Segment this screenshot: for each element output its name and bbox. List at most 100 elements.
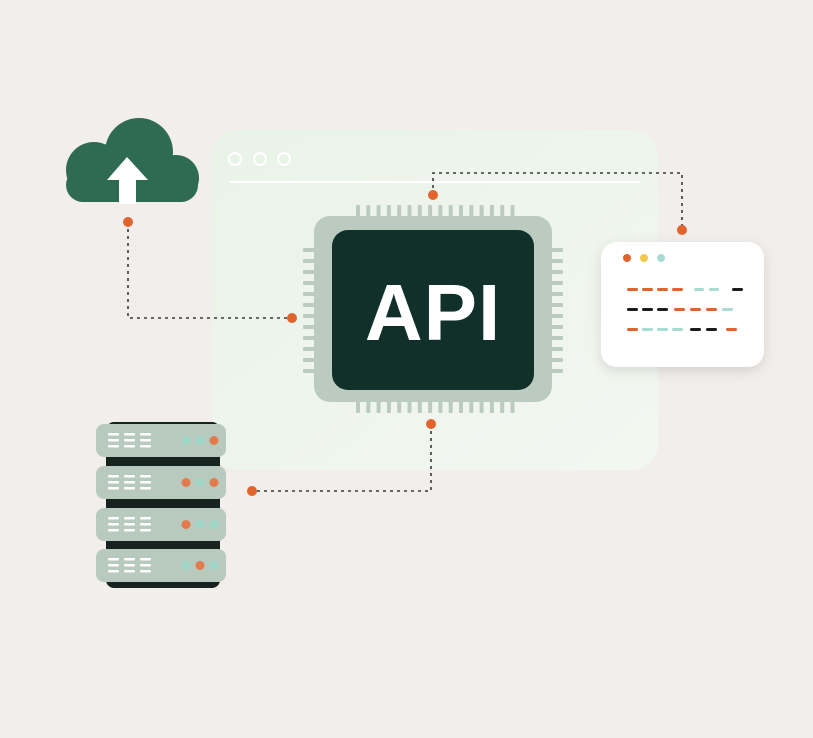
chip-pin: [303, 369, 317, 373]
code-window-icon: [601, 242, 764, 367]
connector-dots: [123, 190, 687, 496]
server-unit: [96, 424, 226, 457]
chip-pin: [303, 259, 317, 263]
chip-pin: [510, 205, 515, 219]
chip-pin: [549, 336, 563, 340]
server-vent-slot: [140, 558, 151, 561]
code-lines: [627, 288, 743, 331]
chip-pin: [417, 205, 422, 219]
server-vent-slot: [124, 481, 135, 484]
connectors: [127, 172, 683, 492]
cloud-upload-icon: [66, 118, 199, 204]
chip-pin: [303, 281, 317, 285]
code-token: [627, 308, 638, 311]
window-dot-icon: [253, 152, 267, 166]
server-unit-body: [96, 508, 226, 541]
server-vent-slot: [108, 481, 119, 484]
server-vent-slot: [140, 439, 151, 442]
server-vent-slot: [108, 523, 119, 526]
code-token: [690, 308, 701, 311]
chip-pin: [386, 399, 391, 413]
server-vent-slot: [124, 523, 135, 526]
code-token: [657, 288, 668, 291]
server-vent-slot: [124, 433, 135, 436]
window-dot-icon: [277, 152, 291, 166]
chip-pin: [438, 399, 443, 413]
code-window-panel: [601, 242, 764, 367]
chip-pin: [386, 205, 391, 219]
code-token: [627, 328, 638, 331]
connector-dot: [123, 217, 133, 227]
chip-pin: [303, 336, 317, 340]
chip-pin: [356, 205, 360, 219]
connector-chip-to-server: [252, 424, 432, 492]
chip-pin: [549, 347, 563, 351]
server-status-light-icon: [181, 520, 191, 529]
server-vent-slot: [124, 445, 135, 448]
server-vent-slot: [124, 439, 135, 442]
chip-label: API: [365, 268, 501, 357]
chip-body: [332, 230, 534, 390]
chip-pin: [366, 205, 371, 219]
chip-pin: [303, 358, 317, 362]
code-token: [690, 328, 701, 331]
chip-pin: [376, 205, 381, 219]
server-vent-slot: [108, 445, 119, 448]
code-token: [657, 308, 668, 311]
chip-pin: [303, 270, 317, 274]
chip-pin: [303, 325, 317, 329]
connector-dot: [428, 190, 438, 200]
chip-pin: [549, 292, 563, 296]
server-status-light-icon: [209, 561, 219, 570]
chip-pin: [459, 205, 463, 219]
chip-pin: [500, 399, 505, 413]
connector-dot: [677, 225, 687, 235]
chip-pin: [459, 399, 463, 413]
server-status-light-icon: [195, 436, 205, 445]
chip-pin: [489, 205, 494, 219]
code-token: [706, 328, 717, 331]
chip-pin: [428, 205, 433, 219]
server-vent-slot: [108, 475, 119, 478]
window-dot-icon: [657, 254, 665, 262]
code-token: [657, 328, 668, 331]
connector-dot: [426, 419, 436, 429]
server-vent-slot: [108, 439, 119, 442]
server-vent-slot: [108, 517, 119, 520]
server-rack-spine: [106, 422, 220, 588]
server-vent-slot: [140, 487, 151, 490]
server-status-light-icon: [209, 520, 219, 529]
window-dot-icon: [640, 254, 648, 262]
server-vent-slot: [140, 564, 151, 567]
server-vent-slot: [140, 475, 151, 478]
chip-pin: [489, 399, 494, 413]
code-token: [627, 288, 638, 291]
server-vent-slot: [108, 433, 119, 436]
code-token: [642, 288, 653, 291]
code-token: [642, 328, 653, 331]
server-vent-slot: [108, 558, 119, 561]
code-token: [642, 308, 653, 311]
server-vent-slot: [124, 487, 135, 490]
chip-pin: [417, 399, 422, 413]
chip-pin: [448, 205, 453, 219]
server-vent-slot: [108, 564, 119, 567]
chip-pin: [397, 205, 402, 219]
chip-pin: [356, 399, 360, 413]
chip-pin: [428, 399, 433, 413]
server-status-light-icon: [181, 561, 191, 570]
server-status-light-icon: [195, 520, 205, 529]
window-dot-icon: [623, 254, 631, 262]
chip-pins: [303, 205, 563, 413]
chip-pin: [438, 205, 443, 219]
server-vent-slot: [124, 529, 135, 532]
code-token: [706, 308, 717, 311]
server-status-light-icon: [181, 436, 191, 445]
chip-pin: [549, 325, 563, 329]
server-unit-body: [96, 424, 226, 457]
connector-dot: [287, 313, 297, 323]
chip-pin: [549, 303, 563, 307]
chip-pin: [549, 358, 563, 362]
chip-pin: [549, 369, 563, 373]
